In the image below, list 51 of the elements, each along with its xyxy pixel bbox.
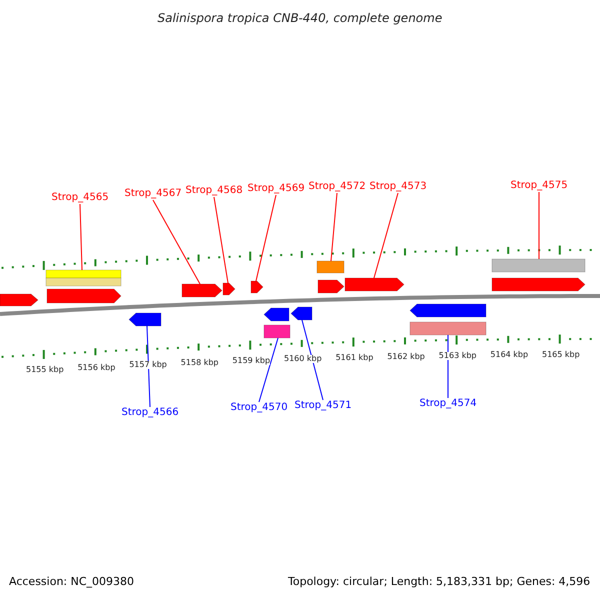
leader-line (146, 326, 150, 408)
gene-label: Strop_4571 (294, 401, 352, 411)
gene-feature (410, 304, 486, 318)
scale-label: 5165 kbp (542, 351, 580, 360)
scale-label: 5156 kbp (78, 364, 116, 372)
gene-label: Strop_4569 (248, 184, 305, 194)
feature-bar (410, 322, 486, 336)
feature-bar (46, 278, 122, 286)
leader-line (330, 192, 338, 262)
scale-label: 5164 kbp (490, 351, 528, 360)
scale-label: 5161 kbp (336, 354, 374, 362)
gene-feature (0, 294, 38, 306)
feature-bar (46, 270, 122, 278)
scale-label: 5163 kbp (438, 352, 476, 360)
genome-summary: Topology: circular; Length: 5,183,331 bp; Genes: 4,596 (288, 576, 590, 587)
feature-bar (316, 260, 344, 274)
gene-label: Strop_4568 (186, 186, 243, 196)
scale-label: 5159 kbp (232, 357, 270, 366)
gene-label: Strop_4574 (420, 399, 477, 409)
gene-label: Strop_4575 (510, 181, 568, 191)
gene-label: Strop_4573 (370, 182, 427, 192)
leader-line (256, 194, 276, 282)
gene-label: Strop_4567 (124, 189, 182, 199)
feature-bar (492, 258, 586, 272)
gene-label: Strop_4566 (122, 408, 179, 418)
leader-line (152, 200, 200, 284)
gene-feature (290, 306, 312, 320)
gene-feature (222, 282, 236, 296)
scale-label: 5158 kbp (180, 359, 218, 367)
leader-line (214, 196, 228, 284)
leader-line (374, 192, 398, 278)
leader-line (302, 320, 324, 400)
leader-line (258, 338, 278, 402)
gene-label: Strop_4572 (308, 182, 366, 192)
gene-feature (264, 308, 290, 322)
gene-feature (128, 312, 162, 326)
diagram-title: Salinispora tropica CNB-440, complete genome (158, 12, 442, 24)
gene-feature (250, 280, 264, 294)
scale-label: 5162 kbp (387, 352, 425, 361)
feature-bar (264, 324, 290, 338)
gene-feature (492, 278, 586, 292)
scale-label: 5155 kbp (26, 366, 64, 374)
gene-label: Strop_4570 (230, 403, 288, 413)
gene-feature (46, 288, 122, 304)
accession-note: Accession: NC_009380 (9, 576, 134, 587)
leader-line (80, 204, 82, 270)
scale-label: 5157 kbp (129, 361, 167, 370)
leader-line (538, 192, 540, 260)
gene-label: Strop_4565 (52, 193, 109, 203)
scale-label: 5160 kbp (284, 355, 322, 364)
gene-feature (318, 280, 344, 294)
